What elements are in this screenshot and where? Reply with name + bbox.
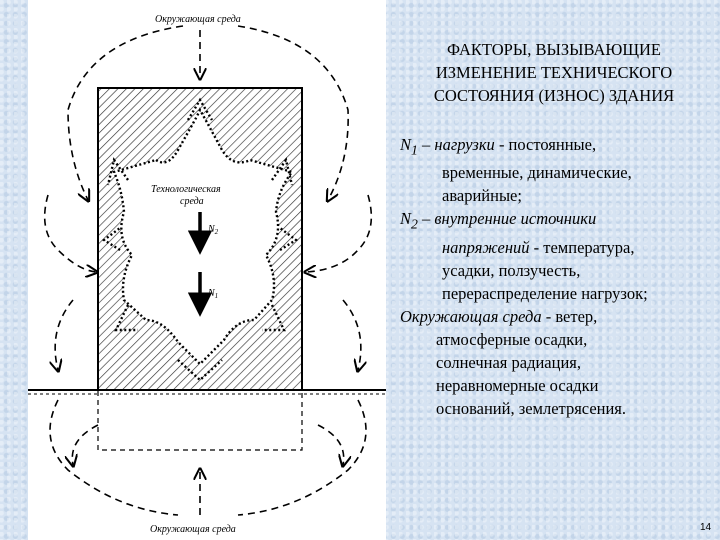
environment-arrows (43, 25, 373, 516)
env-line-2: атмосферные осадки, (436, 329, 588, 349)
env-line-3: солнечная радиация, (436, 352, 581, 372)
factor-description: N1 – нагрузки - постоянные, временные, д… (400, 133, 715, 420)
tech-env-label-line1: Технологическая (151, 184, 221, 195)
tech-env-label-line2: среда (180, 196, 204, 207)
n1-diagram-label: N1 (207, 288, 218, 300)
ground (28, 389, 386, 451)
n2-diagram-label: N2 (207, 224, 219, 236)
internal-stress-arrows (101, 97, 299, 382)
page-number: 14 (700, 522, 712, 533)
n1-term: N1 – нагрузки (400, 135, 495, 158)
slide-title: ФАКТОРЫ, ВЫЗЫВАЮЩИЕ ИЗМЕНЕНИЕ ТЕХНИЧЕСКО… (396, 38, 712, 107)
env-line-4: неравномерные осадки (436, 375, 599, 395)
env-line-5: оснований, землетрясения. (436, 398, 627, 418)
env-label-top: Окружающая среда (155, 14, 241, 25)
env-term: Окружающая среда (400, 306, 542, 326)
n2-line-4: перераспределение нагрузок; (442, 283, 648, 303)
n1-line-2: временные, динамические, (442, 163, 632, 183)
building-diagram: Окружающая среда Окружающая среда Технол… (28, 14, 386, 535)
n2-term: N2 – внутренние источники (400, 209, 597, 232)
env-label-bottom: Окружающая среда (150, 524, 236, 535)
n1-line-3: аварийные; (442, 186, 522, 206)
n2-line-1: N2 – внутренние источники (400, 207, 715, 235)
n1-line-1: N1 – нагрузки - постоянные, (400, 135, 597, 158)
title-line-3: СОСТОЯНИЯ (ИЗНОС) ЗДАНИЯ (433, 86, 675, 105)
title-line-2: ИЗМЕНЕНИЕ ТЕХНИЧЕСКОГО (435, 63, 673, 82)
n2-line-2: напряжений - температура, (442, 237, 635, 257)
env-line-1: Окружающая среда - ветер, (400, 306, 598, 326)
n2-line-3: усадки, ползучесть, (442, 260, 581, 280)
title-line-1: ФАКТОРЫ, ВЫЗЫВАЮЩИЕ (446, 40, 662, 59)
diagram-panel: Окружающая среда Окружающая среда Технол… (28, 0, 386, 540)
